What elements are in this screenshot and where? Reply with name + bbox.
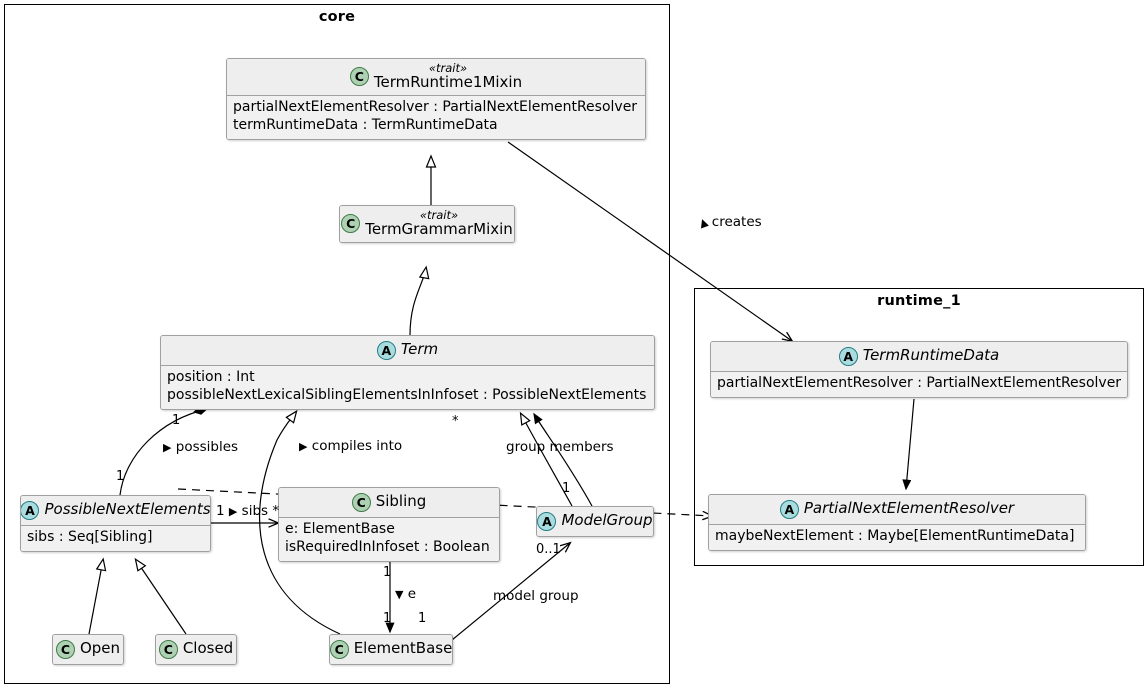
edge-label-sibs-text: sibs: [241, 503, 269, 519]
class-stereotype: «trait»: [419, 208, 459, 222]
edge-label-possibles-text: possibles: [175, 439, 239, 455]
edge-mult-model-group-target: 0..1: [536, 542, 561, 557]
class-possible-next-elements[interactable]: A PossibleNextElements sibs : Seq[Siblin…: [20, 495, 211, 552]
package-runtime-1-title: runtime_1: [877, 293, 961, 309]
class-header: A Term: [161, 336, 654, 366]
class-badge-icon: C: [55, 639, 75, 659]
class-attribute: sibs : Seq[Sibling]: [27, 529, 153, 545]
class-header: C «trait» TermRuntime1Mixin: [227, 59, 645, 96]
class-header: C «trait» TermGrammarMixin: [340, 206, 514, 242]
package-core-title: core: [318, 9, 356, 25]
class-name: ElementBase: [353, 639, 453, 658]
class-badge-icon: A: [21, 500, 40, 520]
class-model-group[interactable]: A ModelGroup: [536, 506, 654, 537]
edge-mult-sibs-source: 1: [216, 503, 225, 519]
edge-mult-possibles-term: 1: [172, 413, 181, 428]
edge-label-possibles: ▶ possibles: [163, 439, 239, 455]
class-header-text: ModelGroup: [561, 511, 653, 530]
class-term-runtime-1-mixin[interactable]: C «trait» TermRuntime1Mixin partialNextE…: [226, 58, 646, 140]
class-name: TermRuntime1Mixin: [373, 73, 523, 92]
edge-label-model-group: model group: [493, 588, 579, 604]
class-sibling[interactable]: C Sibling e: ElementBase isRequiredInInf…: [278, 487, 500, 562]
class-header: A PartialNextElementResolver: [709, 495, 1085, 525]
class-header: C Open: [53, 635, 123, 664]
class-header-text: Closed: [182, 639, 234, 658]
class-name: PossibleNextElements: [44, 500, 211, 519]
class-header: A PossibleNextElements: [21, 496, 210, 526]
class-stereotype: «trait»: [428, 61, 468, 75]
class-name: Closed: [182, 639, 234, 658]
class-name: TermGrammarMixin: [365, 220, 513, 239]
class-badge-icon: C: [330, 639, 349, 659]
class-header-text: Open: [79, 639, 121, 658]
class-header-text: Term: [400, 340, 439, 359]
class-attribute: partialNextElementResolver : PartialNext…: [233, 98, 638, 115]
class-element-base[interactable]: C ElementBase: [329, 634, 453, 665]
class-header-text: PossibleNextElements: [44, 500, 211, 519]
class-header: C Sibling: [279, 488, 499, 518]
edge-label-compiles-into-text: compiles into: [311, 438, 403, 454]
class-term-runtime-data[interactable]: A TermRuntimeData partialNextElementReso…: [710, 341, 1128, 398]
class-attributes: e: ElementBase isRequiredInInfoset : Boo…: [279, 518, 499, 561]
class-header: C Closed: [156, 635, 236, 664]
edge-mult-group-members-star: *: [452, 414, 459, 429]
class-attribute: isRequiredInInfoset : Boolean: [285, 538, 490, 555]
class-partial-next-element-resolver[interactable]: A PartialNextElementResolver maybeNextEl…: [708, 494, 1086, 551]
edge-mult-e-target: 1: [383, 611, 392, 626]
class-name: PartialNextElementResolver: [803, 499, 1015, 518]
class-term-grammar-mixin[interactable]: C «trait» TermGrammarMixin: [339, 205, 515, 243]
class-badge-icon: A: [537, 511, 557, 531]
package-runtime-1: runtime_1: [694, 288, 1144, 566]
edge-label-compiles-into: ▶ compiles into: [299, 438, 403, 454]
edge-label-creates-text: creates: [711, 214, 762, 230]
class-header: C ElementBase: [330, 635, 452, 664]
class-attributes: partialNextElementResolver : PartialNext…: [711, 372, 1127, 397]
class-badge-icon: A: [779, 499, 799, 519]
class-header-text: PartialNextElementResolver: [803, 499, 1015, 518]
edge-mult-e-source: 1: [383, 565, 392, 580]
package-core: core: [4, 4, 670, 684]
class-attributes: maybeNextElement : Maybe[ElementRuntimeD…: [709, 525, 1085, 550]
class-header: A ModelGroup: [537, 507, 653, 536]
edge-mult-model-group-source: 1: [418, 611, 427, 626]
class-badge-icon: C: [351, 492, 371, 512]
class-open[interactable]: C Open: [52, 634, 124, 665]
edge-label-group-members: group members: [506, 439, 614, 455]
class-badge-icon: A: [376, 340, 396, 360]
class-attribute: e: ElementBase: [285, 521, 395, 537]
edge-label-sibs: 1 ▶ sibs *: [216, 503, 280, 519]
class-badge-icon: C: [349, 66, 369, 86]
class-attribute: partialNextElementResolver : PartialNext…: [717, 375, 1122, 391]
edge-mult-group-members-one: 1: [562, 481, 571, 496]
class-header-text: «trait» TermGrammarMixin: [365, 209, 513, 238]
class-attribute: position : Int: [167, 369, 255, 385]
edge-label-e: ▼ e: [395, 586, 417, 602]
class-attributes: sibs : Seq[Sibling]: [21, 526, 210, 551]
class-header-text: «trait» TermRuntime1Mixin: [374, 62, 522, 91]
class-header-text: ElementBase: [353, 639, 453, 658]
class-badge-icon: A: [838, 346, 858, 366]
class-attributes: position : Int possibleNextLexicalSiblin…: [161, 366, 654, 409]
class-name: TermRuntimeData: [862, 346, 1000, 365]
class-badge-icon: C: [158, 639, 178, 659]
class-term[interactable]: A Term position : Int possibleNextLexica…: [160, 335, 655, 410]
edge-label-creates: ▲ creates: [697, 214, 762, 231]
class-name: Open: [79, 639, 121, 658]
class-attribute: maybeNextElement : Maybe[ElementRuntimeD…: [715, 528, 1075, 544]
class-attributes: partialNextElementResolver : PartialNext…: [227, 95, 645, 139]
class-closed[interactable]: C Closed: [155, 634, 237, 665]
class-attribute: possibleNextLexicalSiblingElementsInInfo…: [167, 386, 647, 403]
class-header-text: TermRuntimeData: [862, 346, 1000, 365]
class-name: Sibling: [375, 492, 427, 511]
class-name: ModelGroup: [561, 511, 653, 530]
class-name: Term: [400, 340, 439, 359]
class-header: A TermRuntimeData: [711, 342, 1127, 372]
edge-mult-sibs-target: *: [272, 503, 280, 519]
edge-mult-possibles-pne: 1: [116, 469, 125, 484]
class-attribute: termRuntimeData : TermRuntimeData: [233, 116, 498, 133]
edge-label-e-text: e: [407, 586, 417, 602]
class-header-text: Sibling: [375, 492, 427, 511]
class-badge-icon: C: [341, 213, 361, 233]
